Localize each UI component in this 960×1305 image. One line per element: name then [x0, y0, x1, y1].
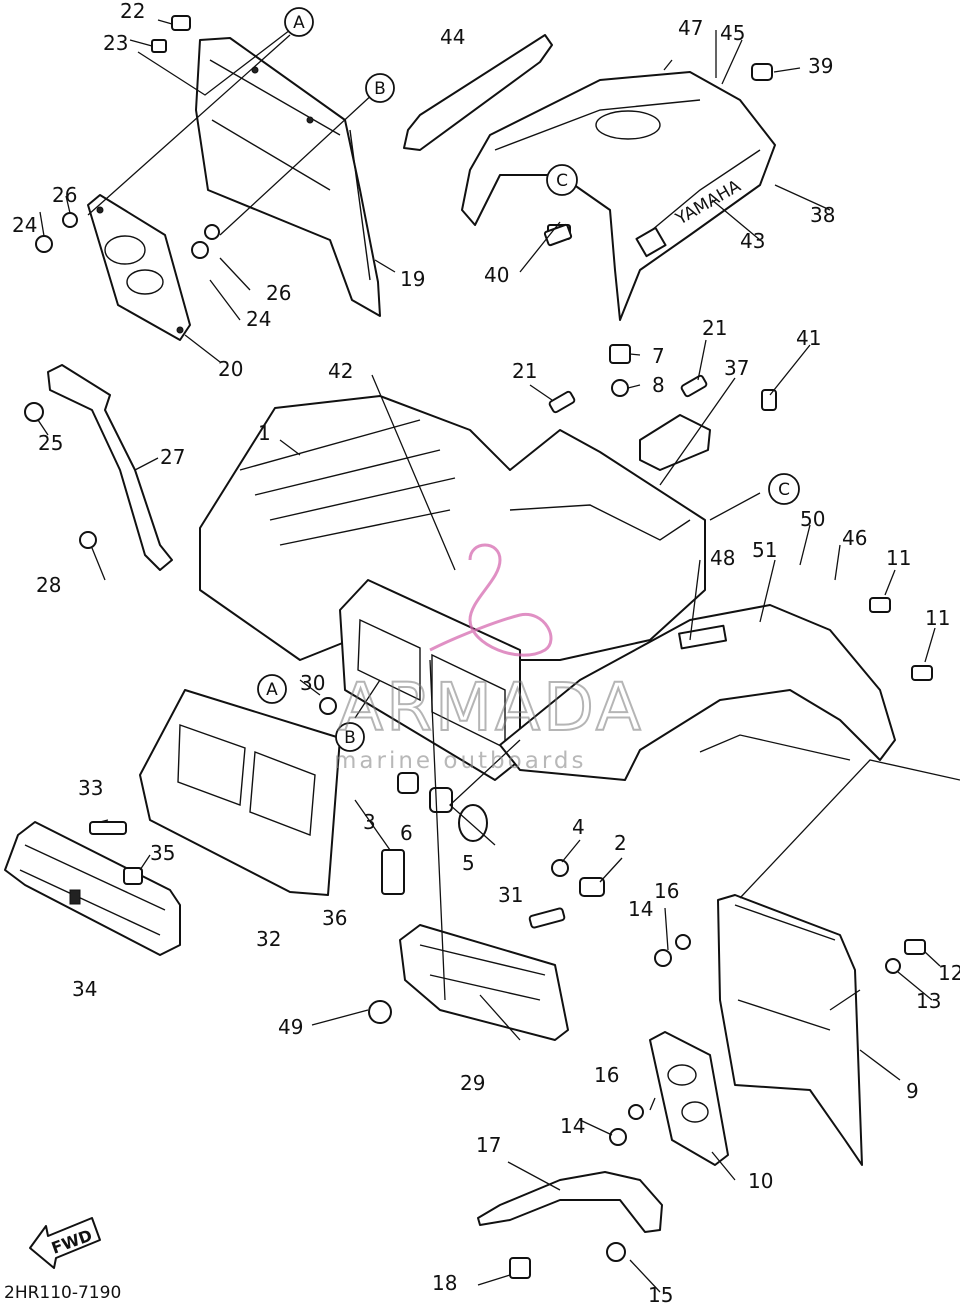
part-label-8: 8	[652, 373, 665, 397]
part-label-6: 6	[400, 821, 413, 845]
part-label-11b: 11	[925, 606, 950, 630]
svg-text:A: A	[266, 680, 278, 700]
svg-text:C: C	[556, 171, 568, 191]
callout-B-top: B	[365, 73, 395, 103]
part-label-2: 2	[614, 831, 627, 855]
part-label-15: 15	[648, 1283, 673, 1305]
callout-C-mid: C	[768, 473, 800, 505]
part-label-29: 29	[460, 1071, 485, 1095]
part-label-19: 19	[400, 267, 425, 291]
callout-B-mid: B	[335, 722, 365, 752]
part-front-fender	[499, 604, 896, 781]
part-label-28: 28	[36, 573, 61, 597]
watermark: ARMADA marine outboards	[334, 543, 644, 774]
svg-text:C: C	[778, 480, 790, 500]
watermark-brand: ARMADA	[338, 669, 644, 746]
part-20-bracket-plate	[87, 194, 191, 341]
part-label-41: 41	[796, 326, 821, 350]
part-label-30: 30	[300, 671, 325, 695]
part-label-1: 1	[258, 421, 271, 445]
part-label-12: 12	[938, 961, 960, 985]
part-number-labels: 22 23 26 24 26 24 19 20 25 27 28 44 47 4…	[12, 0, 960, 1305]
part-44-decal-strip	[403, 34, 553, 151]
part-label-42: 42	[328, 359, 353, 383]
part-label-25: 25	[38, 431, 63, 455]
part-label-21a: 21	[512, 359, 537, 383]
part-label-39: 39	[808, 54, 833, 78]
part-label-11a: 11	[886, 546, 911, 570]
part-label-7: 7	[652, 344, 665, 368]
part-label-38: 38	[810, 203, 835, 227]
part-32-headlight-bezel	[139, 689, 341, 896]
part-10-bracket-plate	[649, 1031, 729, 1166]
part-label-17: 17	[476, 1133, 501, 1157]
part-label-5: 5	[462, 851, 475, 875]
part-1-rear-fender	[199, 395, 706, 661]
part-label-23: 23	[103, 31, 128, 55]
part-19-left-fender-panel	[195, 37, 381, 317]
part-label-45: 45	[720, 21, 745, 45]
part-label-10: 10	[748, 1169, 773, 1193]
part-label-24b: 24	[246, 307, 271, 331]
part-label-22: 22	[120, 0, 145, 23]
part-label-18: 18	[432, 1271, 457, 1295]
part-label-33: 33	[78, 776, 103, 800]
part-label-16a: 16	[654, 879, 679, 903]
part-label-36: 36	[322, 906, 347, 930]
watermark-tagline: marine outboards	[334, 748, 586, 774]
part-label-21b: 21	[702, 316, 727, 340]
part-label-49: 49	[278, 1015, 303, 1039]
svg-text:B: B	[374, 79, 386, 99]
part-label-40: 40	[484, 263, 509, 287]
part-label-4: 4	[572, 815, 585, 839]
part-label-9: 9	[906, 1079, 919, 1103]
part-label-3: 3	[363, 810, 376, 834]
part-label-48: 48	[710, 546, 735, 570]
part-label-34: 34	[72, 977, 97, 1001]
part-label-32: 32	[256, 927, 281, 951]
part-label-27: 27	[160, 445, 185, 469]
part-label-37: 37	[724, 356, 749, 380]
part-17-stay	[477, 1171, 663, 1233]
diagram-id: 2HR110-7190	[4, 1283, 121, 1303]
part-label-43: 43	[740, 229, 765, 253]
part-label-14a: 14	[628, 897, 653, 921]
part-label-51: 51	[752, 538, 777, 562]
part-label-31: 31	[498, 883, 523, 907]
leader-lines	[37, 19, 960, 1293]
part-label-26a: 26	[52, 183, 77, 207]
callout-A-top: A	[284, 7, 314, 37]
part-label-16b: 16	[594, 1063, 619, 1087]
part-label-46: 46	[842, 526, 867, 550]
part-9-right-fender-panel	[717, 894, 863, 1166]
part-34-guard-bar	[4, 821, 181, 956]
part-label-13: 13	[916, 989, 941, 1013]
part-label-44: 44	[440, 25, 465, 49]
svg-text:B: B	[344, 728, 356, 748]
watermark-logo-icon	[429, 543, 553, 657]
part-label-50: 50	[800, 507, 825, 531]
part-label-26b: 26	[266, 281, 291, 305]
part-label-35: 35	[150, 841, 175, 865]
fwd-direction-arrow: FWD	[29, 1217, 101, 1269]
part-29-under-cover	[399, 924, 569, 1041]
part-27-stay-bar	[47, 364, 173, 571]
part-label-24a: 24	[12, 213, 37, 237]
callout-A-mid: A	[257, 674, 287, 704]
svg-text:A: A	[293, 13, 305, 33]
part-label-14b: 14	[560, 1114, 585, 1138]
callout-C-top: C	[546, 164, 578, 196]
part-label-47: 47	[678, 16, 703, 40]
part-label-20: 20	[218, 357, 243, 381]
